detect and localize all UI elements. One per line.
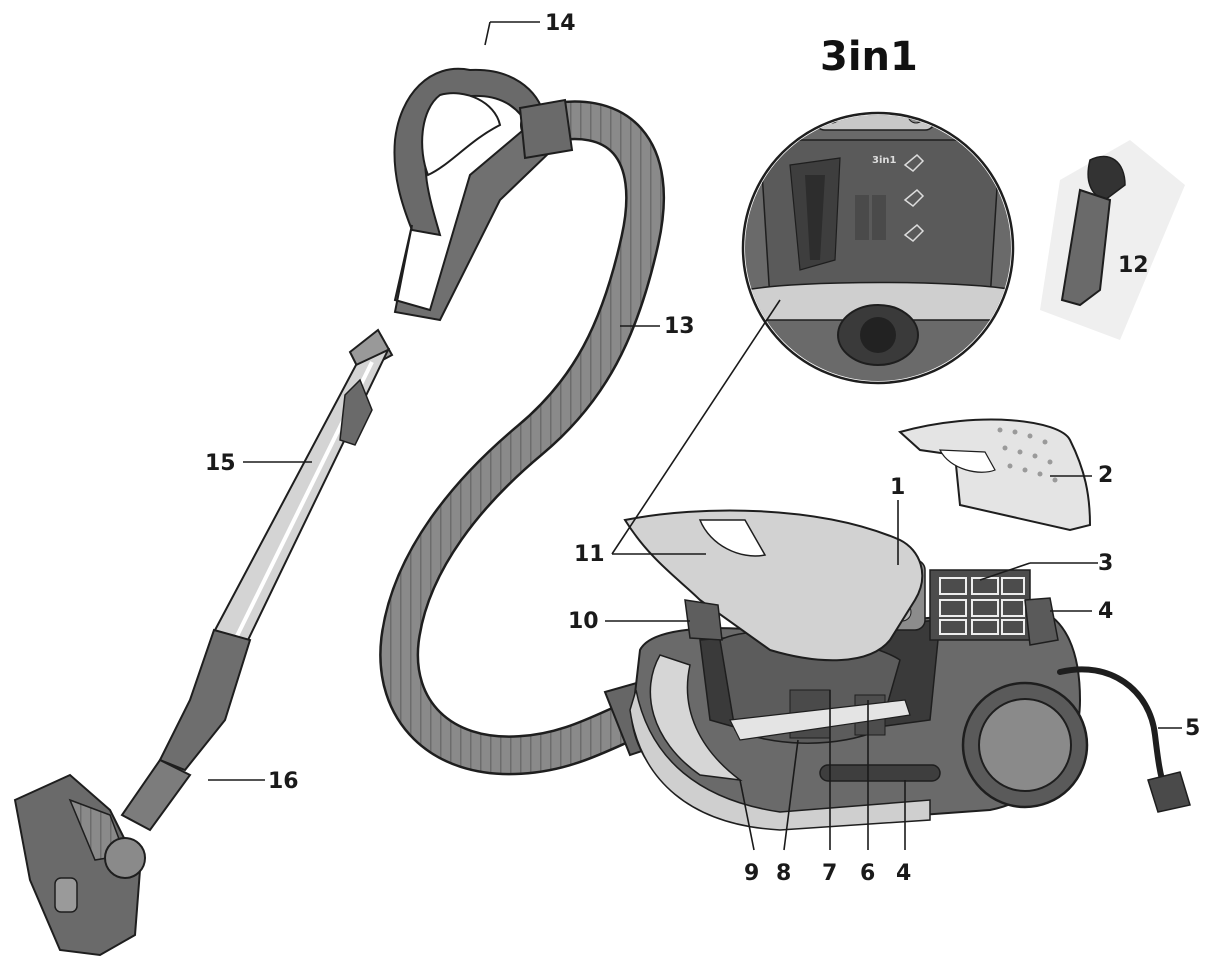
part-label-9: 9: [744, 861, 759, 886]
leader-lines: [208, 21, 1182, 851]
crevice-brush-accessory: [1040, 140, 1185, 340]
part-label-8: 8: [776, 861, 791, 886]
part-label-10: 10: [568, 609, 599, 634]
part-label-2: 2: [1098, 463, 1113, 488]
vacuum-body: [623, 509, 1191, 831]
inset-text: 3in1: [872, 155, 897, 166]
part-label-6: 6: [860, 861, 875, 886]
wand-assembly: [13, 67, 554, 957]
part-label-16: 16: [268, 769, 299, 794]
part-label-5: 5: [1185, 716, 1200, 741]
storage-inset: 3in1: [741, 111, 1015, 385]
part-label-12: 12: [1118, 253, 1149, 278]
part-labels: 1 2 3 4 4 5 6 7 8 9 10 11 12 13 14 15 16: [205, 11, 1200, 886]
part-label-3: 3: [1098, 551, 1113, 576]
part-label-11: 11: [574, 542, 605, 567]
part-label-14: 14: [545, 11, 576, 36]
part-label-4-front: 4: [896, 861, 911, 886]
part-label-1: 1: [890, 475, 905, 500]
part-label-13: 13: [664, 314, 695, 339]
diagram-title: 3in1: [820, 34, 918, 80]
part-label-15: 15: [205, 451, 236, 476]
part-label-7: 7: [822, 861, 837, 886]
part-label-4-rear: 4: [1098, 599, 1113, 624]
cover-panel: [897, 418, 1092, 532]
